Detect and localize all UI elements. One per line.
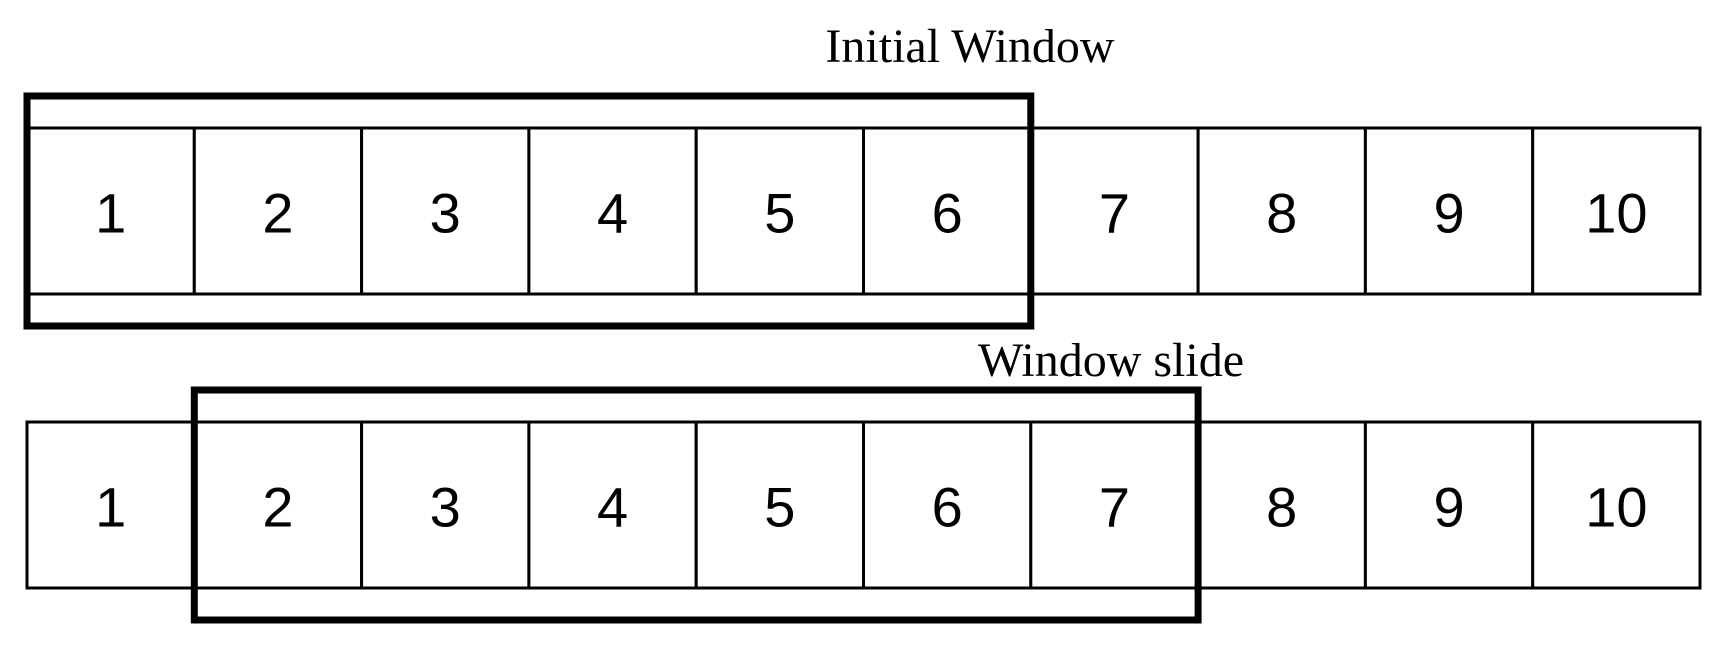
cell-label: 1 [95, 182, 126, 245]
cell-box [360, 126, 531, 296]
cell-box [25, 420, 196, 590]
cell-label: 4 [597, 476, 628, 539]
cell-box [25, 126, 196, 296]
cell-label: 1 [95, 476, 126, 539]
cell-label: 6 [932, 182, 963, 245]
cell-label: 7 [1099, 182, 1130, 245]
cell-box [1363, 420, 1535, 590]
row-window-slide: Window slide 1 2 3 4 5 6 7 8 9 10 [25, 334, 1702, 624]
cell-label: 10 [1585, 476, 1647, 539]
slide-window-frame [190, 386, 1202, 624]
cell-box [192, 126, 364, 296]
cell-label: 2 [262, 476, 293, 539]
row-initial-window: Initial Window 1 2 3 4 5 6 7 8 9 10 [23, 20, 1702, 330]
cell-label: 6 [932, 476, 963, 539]
cell-label: 2 [262, 182, 293, 245]
cell-box [1029, 420, 1200, 590]
cell-box [1196, 126, 1367, 296]
cell-box [1029, 126, 1200, 296]
cell-label: 3 [430, 182, 461, 245]
cell-label: 9 [1433, 182, 1464, 245]
cell-box [1531, 420, 1702, 590]
cell-box [1363, 126, 1535, 296]
initial-window-frame [23, 92, 1035, 330]
cell-label: 7 [1099, 476, 1130, 539]
window-slide-title: Window slide [978, 334, 1244, 387]
initial-window-title: Initial Window [825, 20, 1114, 73]
cell-label: 10 [1585, 182, 1647, 245]
cell-label: 8 [1266, 476, 1297, 539]
cell-label: 5 [764, 182, 795, 245]
cell-box [694, 126, 866, 296]
cell-box [862, 126, 1033, 296]
initial-cells: 1 2 3 4 5 6 7 8 9 10 [25, 126, 1702, 296]
cell-box [192, 420, 364, 590]
cell-label: 8 [1266, 182, 1297, 245]
cell-box [1196, 420, 1367, 590]
cell-box [862, 420, 1033, 590]
cell-box [527, 420, 698, 590]
slide-cells: 1 2 3 4 5 6 7 8 9 10 [25, 420, 1702, 590]
cell-box [360, 420, 531, 590]
cell-label: 3 [430, 476, 461, 539]
cell-label: 5 [764, 476, 795, 539]
cell-label: 9 [1433, 476, 1464, 539]
cell-box [1531, 126, 1702, 296]
cell-label: 4 [597, 182, 628, 245]
cell-box [694, 420, 866, 590]
